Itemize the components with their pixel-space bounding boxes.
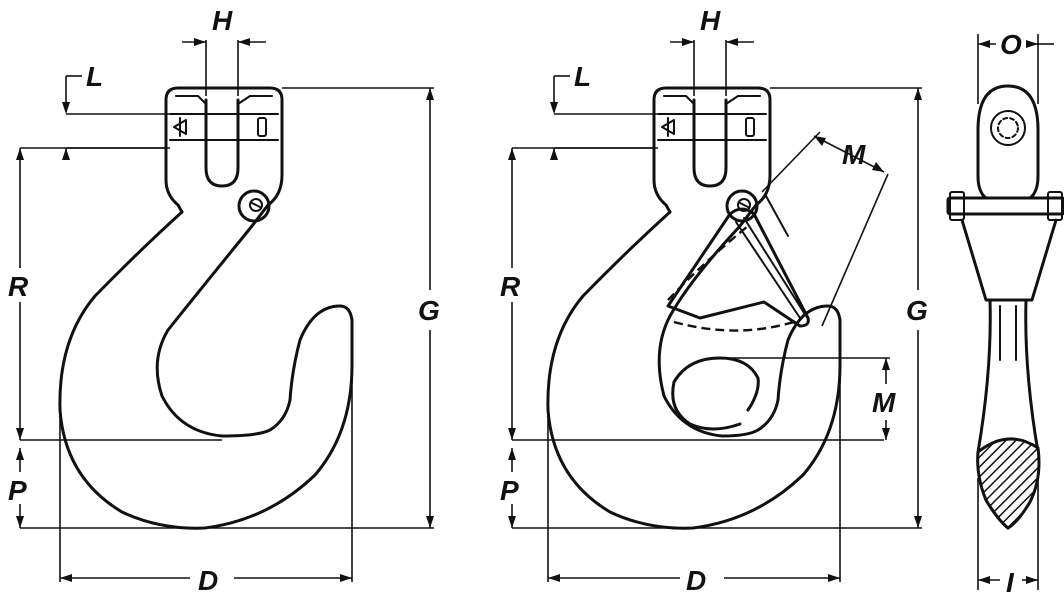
- left-label-d: D: [198, 565, 218, 596]
- left-label-h: H: [212, 5, 233, 36]
- middle-label-h: H: [700, 5, 721, 36]
- left-label-p: P: [8, 475, 27, 506]
- middle-hook-body: [546, 86, 842, 530]
- right-labels: O I: [1000, 29, 1022, 598]
- middle-label-d: D: [686, 565, 706, 596]
- middle-label-m-side: M: [872, 387, 896, 418]
- right-label-o: O: [1000, 29, 1022, 60]
- hatched-section: [976, 437, 1041, 530]
- left-dimension-lines: [16, 38, 434, 582]
- middle-label-g: G: [906, 295, 928, 326]
- right-dimension-lines: [977, 34, 1054, 590]
- middle-label-m-top: M: [842, 139, 866, 170]
- left-hook-body: [58, 86, 354, 530]
- right-side-view: O I: [946, 29, 1064, 598]
- left-label-r: R: [8, 271, 29, 302]
- left-label-l: L: [86, 61, 103, 92]
- middle-dimension-lines: [508, 38, 922, 582]
- left-label-g: G: [418, 295, 440, 326]
- middle-label-r: R: [500, 271, 521, 302]
- middle-labels: H L R P G D M M: [500, 5, 928, 596]
- left-labels: H L R P G D: [8, 5, 440, 596]
- middle-label-p: P: [500, 475, 519, 506]
- middle-hook: H L R P G D M M: [500, 5, 928, 596]
- left-hook: H L R P G D: [8, 5, 440, 596]
- middle-label-l: L: [574, 61, 591, 92]
- right-label-i: I: [1006, 567, 1015, 598]
